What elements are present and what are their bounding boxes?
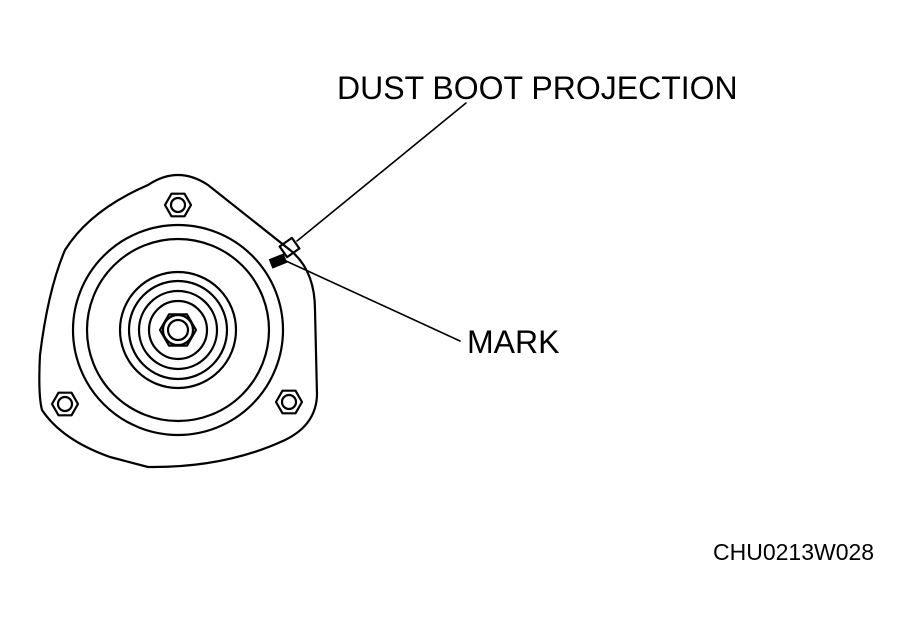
center-nut-hole: [166, 318, 190, 342]
bolt-right: [274, 389, 304, 415]
bearing-ring-inner: [127, 279, 229, 381]
mark-label: MARK: [467, 324, 560, 360]
middle-ring: [85, 237, 271, 423]
bolt-left: [50, 391, 80, 417]
dust-boot-projection-label: DUST BOOT PROJECTION: [337, 70, 738, 106]
bearing-ring-outer: [118, 270, 238, 390]
center-washer: [147, 299, 209, 361]
leader-line-dust-boot: [296, 102, 467, 242]
center-nut-rim: [161, 313, 195, 347]
outer-ring: [71, 223, 285, 437]
figure-code: CHU0213W028: [713, 539, 875, 565]
bearing-ring-core: [137, 289, 219, 371]
dust-boot-projection: [278, 236, 301, 259]
leader-line-mark: [285, 260, 461, 342]
mount-flange-outline: [38, 174, 319, 469]
center-nut: [158, 313, 198, 347]
bolt-top: [163, 192, 193, 218]
mark-indicator: [268, 253, 288, 269]
